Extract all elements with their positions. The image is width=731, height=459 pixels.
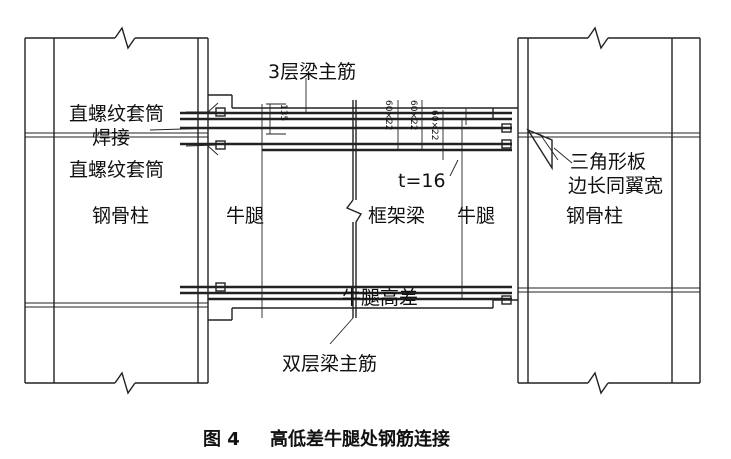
top-rebars (180, 102, 512, 156)
label-top-rebar: 3层梁主筋 (268, 61, 356, 83)
figure-title: 高低差牛腿处钢筋连接 (270, 428, 450, 450)
label-coupler-2: 直螺纹套筒 (69, 159, 164, 181)
label-triangle-plate: 三角形板 (570, 151, 646, 173)
label-left-column: 钢骨柱 (92, 205, 149, 227)
label-right-corbel: 牛腿 (457, 205, 495, 227)
dim-60x22-c: 60×22 (429, 110, 439, 140)
left-corbel (208, 94, 233, 321)
label-frame-beam: 框架梁 (368, 205, 425, 227)
figure-number: 图 4 (203, 429, 240, 450)
triangle-plate (526, 128, 559, 171)
label-plate-thickness: t=16 (398, 170, 446, 192)
dim-60x22-b: 60×22 (408, 100, 418, 130)
label-double-rebar: 双层梁主筋 (282, 353, 377, 375)
dim-135: 135 (278, 104, 288, 121)
label-triangle-plate-size: 边长同翼宽 (568, 175, 663, 197)
dim-60x22-a: 60×22 (383, 100, 393, 130)
frame-beam (232, 100, 493, 318)
right-steel-column (517, 26, 701, 395)
dimension-marks: 135 60×22 60×22 60×22 (266, 100, 467, 177)
label-left-corbel: 牛腿 (226, 205, 264, 227)
label-coupler-1: 直螺纹套筒 (69, 103, 164, 125)
bottom-rebars (180, 282, 512, 305)
leader-lines (149, 78, 573, 345)
label-right-column: 钢骨柱 (566, 205, 623, 227)
label-weld: 焊接 (92, 127, 130, 149)
right-corbel (492, 107, 518, 308)
left-steel-column (24, 26, 209, 395)
label-corbel-height-diff: 牛腿高差 (342, 287, 418, 309)
